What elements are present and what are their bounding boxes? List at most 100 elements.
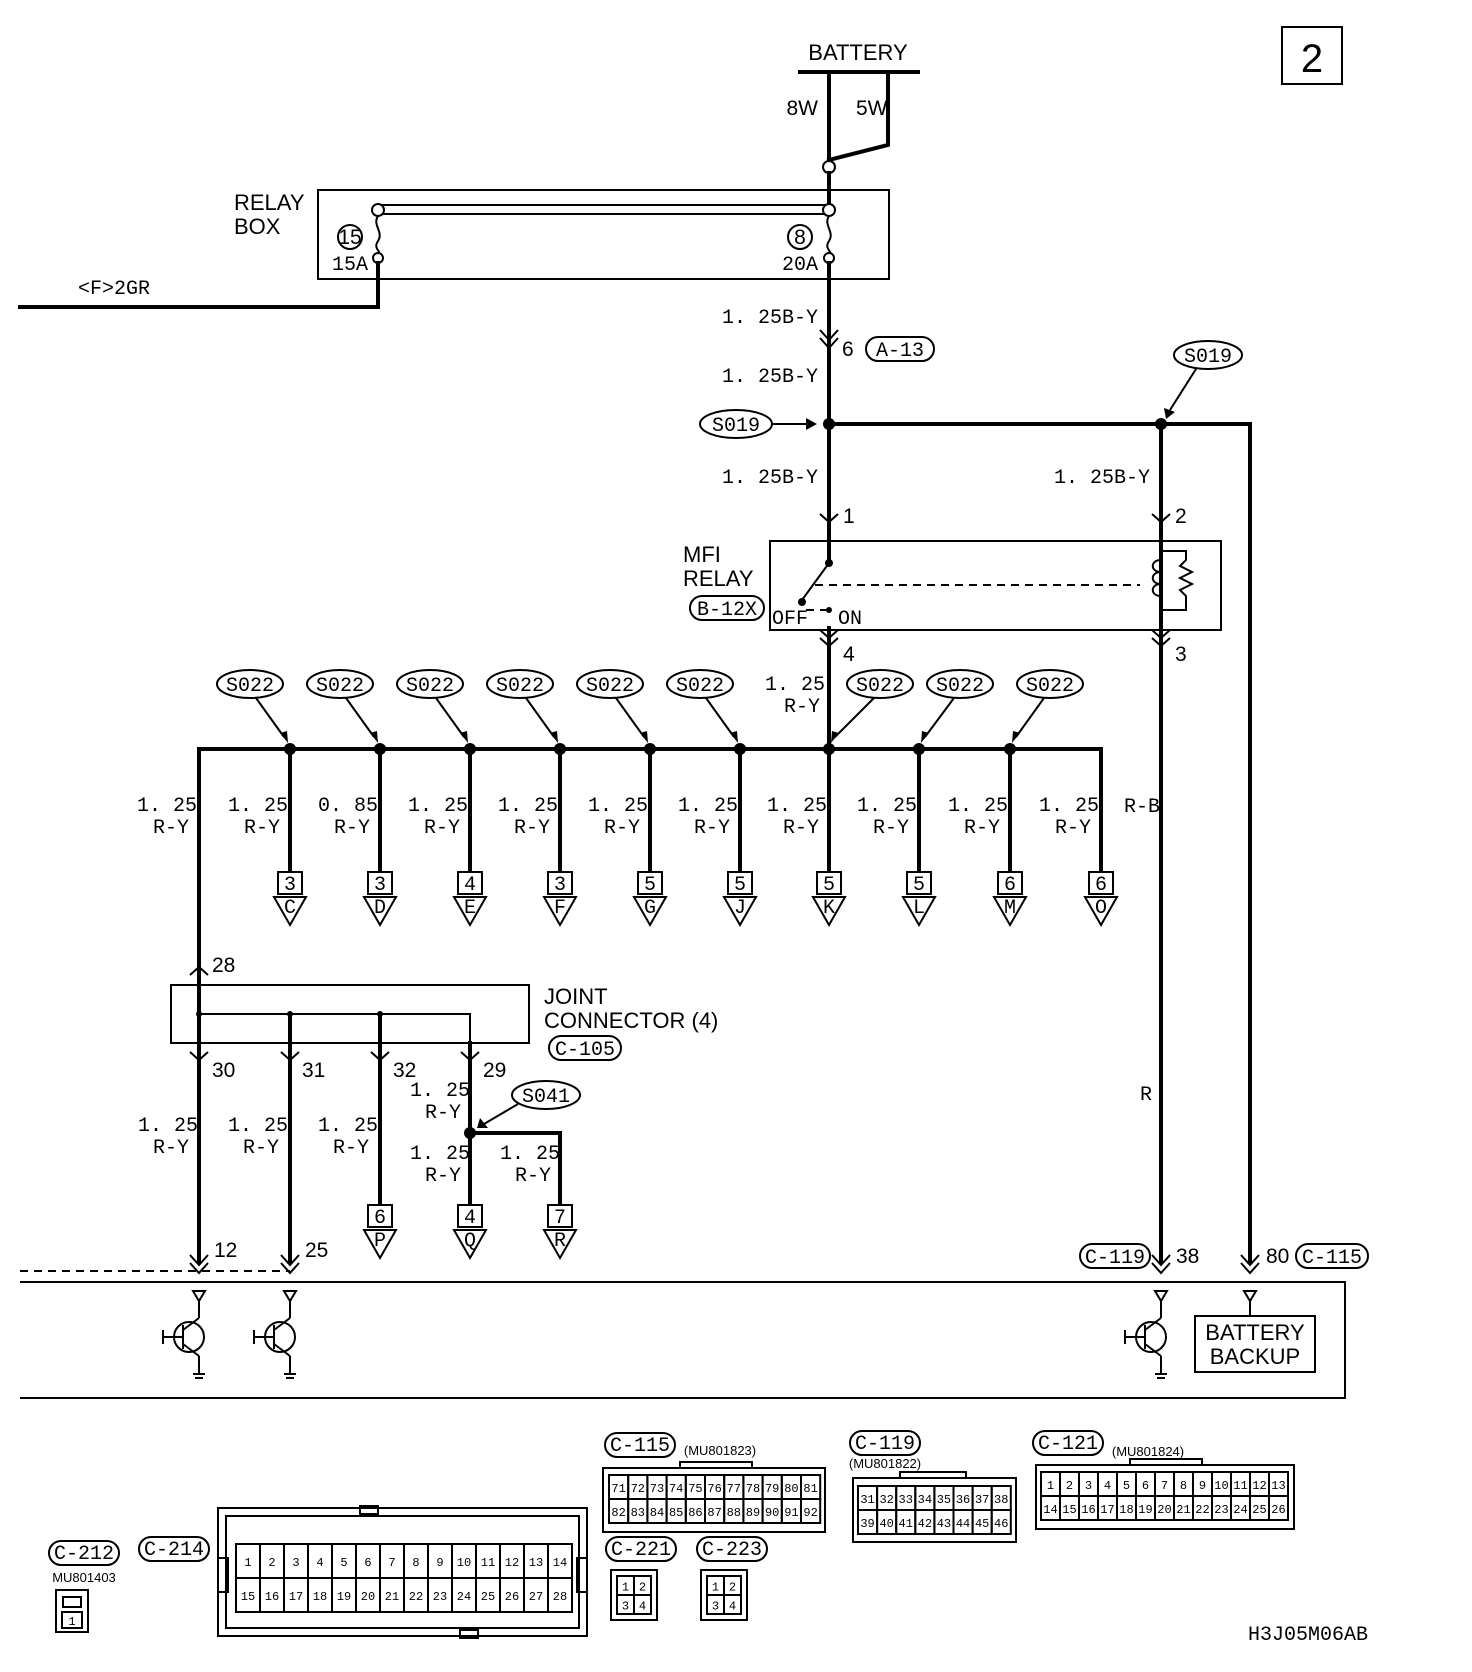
c214-pin-0-8: 9 [436, 1556, 443, 1570]
c119-pin-0-6: 37 [975, 1493, 989, 1507]
c214-pin-1-0: 15 [241, 1590, 255, 1604]
c119-pin-1-6: 45 [975, 1517, 989, 1531]
c121-pin-0-12: 13 [1271, 1479, 1285, 1493]
fuse-8-rating: 20A [782, 254, 818, 277]
s019-right-arrow [1164, 408, 1175, 419]
drop-color-4: R-Y [514, 817, 550, 840]
drop-page-4: 3 [554, 874, 566, 897]
drop-size-8: 1. 25 [857, 795, 917, 818]
ecu-frame [20, 1281, 1346, 1399]
c121-pin-0-6: 7 [1161, 1479, 1168, 1493]
c115-pin-0-5: 76 [707, 1482, 721, 1496]
c121-pin-0-10: 11 [1233, 1479, 1247, 1493]
c115-pin-1-0: 82 [611, 1506, 625, 1520]
ecu-pin-38: 38 [1176, 1245, 1199, 1268]
splice-s022-2 [396, 669, 464, 699]
s022-pointer-4 [615, 697, 645, 738]
mfi-switch-off-contact [798, 598, 806, 606]
c212-name-pill [48, 1540, 120, 1566]
c121-pin-1-6: 20 [1157, 1503, 1171, 1517]
transistor-emitter-0 [182, 1343, 200, 1357]
wire-label-3: 1. 25B-Y [722, 467, 818, 490]
c214-pin-0-5: 6 [364, 1556, 371, 1570]
c212-housing [55, 1589, 89, 1633]
drop-arrow-3 [452, 896, 488, 928]
drop-color-2: R-Y [334, 817, 370, 840]
c115-pin-1-4: 86 [688, 1506, 702, 1520]
fuse-8-number: 8 [794, 226, 806, 249]
c121-pin-0-2: 3 [1085, 1479, 1092, 1493]
drop-page-9: 6 [1004, 874, 1016, 897]
jc-pin28-symbol [189, 965, 209, 976]
jc-pin31-symbol [280, 1051, 300, 1062]
drop-size-0: 1. 25 [137, 795, 197, 818]
c223-cell-1-1 [723, 1594, 742, 1615]
splice-s022-label-7: S022 [936, 675, 984, 698]
lower-arrow-5 [542, 1229, 578, 1261]
c115-name-pill [604, 1432, 676, 1458]
c121-pin-0-11: 12 [1252, 1479, 1266, 1493]
c121-pin-1-9: 23 [1214, 1503, 1228, 1517]
drop-page-box-8 [906, 871, 932, 895]
splice-s019-right-label: S019 [1184, 346, 1232, 369]
s022-pointer-7 [924, 697, 955, 738]
c115-part: (MU801823) [684, 1443, 756, 1458]
c121-pin-1-4: 18 [1119, 1503, 1133, 1517]
c115-pin-0-3: 74 [669, 1482, 683, 1496]
s022-pointer-3 [525, 697, 555, 738]
drop-page-6: 5 [734, 874, 746, 897]
c105-connector: C-105 [555, 1039, 615, 1062]
splice-s022-label-3: S022 [496, 675, 544, 698]
c121-pin-0-8: 9 [1199, 1479, 1206, 1493]
drop-color-3: R-Y [424, 817, 460, 840]
mfi-pin3-symbol [1151, 629, 1171, 648]
drop-size-10: 1. 25 [1039, 795, 1099, 818]
c121-name-pill [1032, 1430, 1104, 1456]
c121-pin-1-5: 19 [1138, 1503, 1152, 1517]
c212-name: C-212 [54, 1543, 114, 1566]
c214-pin-1-8: 23 [433, 1590, 447, 1604]
c121-pin-0-9: 10 [1214, 1479, 1228, 1493]
c223-pin-1-0: 3 [712, 1600, 719, 1614]
drop-size-9: 1. 25 [948, 795, 1008, 818]
c214-pin-1-4: 19 [337, 1590, 351, 1604]
lower-page-5: 7 [554, 1207, 566, 1230]
c214-name: C-214 [144, 1539, 204, 1562]
c221-name-pill [605, 1536, 677, 1562]
c121-name: C-121 [1038, 1433, 1098, 1456]
s022-pointer-8 [1015, 697, 1045, 738]
c115-pin-0-8: 79 [765, 1482, 779, 1496]
transistor-input-1 [282, 1290, 298, 1303]
c121-part: (MU801824) [1112, 1444, 1184, 1459]
c214-pin-0-9: 10 [457, 1556, 471, 1570]
lower-color-1: R-Y [243, 1137, 279, 1160]
c212-latch [62, 1596, 82, 1608]
drop-page-box-4 [547, 871, 573, 895]
c119-pin-1-5: 44 [956, 1517, 970, 1531]
jc-pin32-symbol [370, 1051, 390, 1062]
c119-name: C-119 [855, 1433, 915, 1456]
drop-size-4: 1. 25 [498, 795, 558, 818]
c223-pin-0-1: 2 [729, 1581, 736, 1595]
c223-name-pill [696, 1536, 768, 1562]
mfi-relay-label-1: MFI [683, 542, 721, 567]
splice-s019-right [1173, 340, 1243, 370]
fuse-15-number: 15 [338, 226, 361, 249]
c121-cell-1-12 [1268, 1495, 1289, 1521]
s022-arrow-6 [831, 731, 839, 743]
c214-inner [225, 1515, 580, 1629]
c115-label-pill [1295, 1243, 1369, 1269]
c115-pin-1-5: 87 [707, 1506, 721, 1520]
c121-latch [1129, 1458, 1203, 1466]
drop-color-5: R-Y [604, 817, 640, 840]
lower-arrow-4 [452, 1229, 488, 1261]
battery-label: BATTERY [808, 40, 908, 65]
lower-dest-4: Q [464, 1230, 476, 1253]
transistor-collector-0 [182, 1317, 200, 1331]
relay-box-label-1: RELAY [234, 190, 305, 215]
splice-s022-7 [926, 669, 994, 699]
joint-connector-label-2: CONNECTOR (4) [544, 1008, 718, 1033]
c214-pin-0-2: 3 [292, 1556, 299, 1570]
battery-wire-5w [826, 70, 890, 163]
c221-name: C-221 [611, 1539, 671, 1562]
